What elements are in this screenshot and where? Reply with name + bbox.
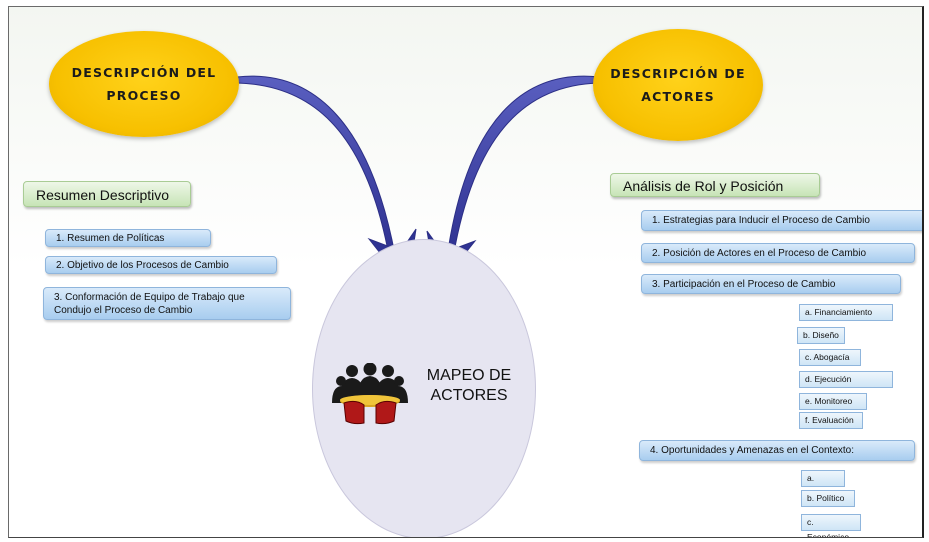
actor-mapping-title: MAPEO DE ACTORES [409,366,529,406]
right-item-1: 1. Estrategias para Inducir el Proceso d… [641,210,922,231]
participation-subitem-4: d. Ejecución [799,371,893,388]
actors-description-ellipse: Descripción de Actores [593,29,763,141]
actors-description-line2: Actores [641,89,715,104]
right-item-4: 4. Oportunidades y Amenazas en el Contex… [639,440,915,461]
left-item-2: 2. Objetivo de los Procesos de Cambio [45,256,277,274]
left-item-1: 1. Resumen de Políticas [45,229,211,247]
right-item-2: 2. Posición de Actores en el Proceso de … [641,243,915,263]
participation-subitem-6: f. Evaluación [799,412,863,429]
diagram-canvas: Descripción del Proceso Descripción de A… [8,6,924,538]
context-subitem-3: c. Económico [801,514,861,537]
process-description-line2: Proceso [106,88,182,103]
actors-description-line1: Descripción de [610,66,746,81]
actor-mapping-line1: MAPEO DE [426,367,512,384]
participation-subitem-2: b. Diseño [797,327,845,344]
actor-mapping-line2: ACTORES [430,387,508,404]
descriptive-summary-header: Resumen Descriptivo [23,181,191,207]
process-description-line1: Descripción del [71,65,217,80]
participation-subitem-3: c. Abogacía [799,349,861,366]
arrow-right [446,75,600,259]
process-description-ellipse: Descripción del Proceso [49,31,239,137]
left-item-3: 3. Conformación de Equipo de Trabajo que… [43,287,291,320]
people-meeting-icon [332,363,408,425]
context-subitem-1: a. Social [801,470,845,498]
context-subitem-2: b. Político [801,490,855,507]
right-item-3: 3. Participación en el Proceso de Cambio [641,274,901,294]
arrow-left [236,75,396,257]
role-position-header: Análisis de Rol y Posición [610,173,820,197]
participation-subitem-1: a. Financiamiento [799,304,893,321]
participation-subitem-5: e. Monitoreo [799,393,867,410]
